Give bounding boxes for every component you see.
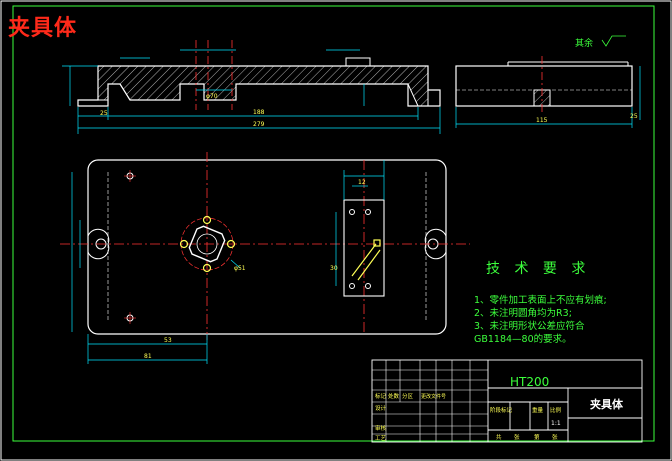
tech-req-item-4: GB1184—80的要求。 bbox=[474, 334, 572, 345]
plan-view: 53 81 φ51 12 30 bbox=[60, 152, 470, 364]
dim-53: 53 bbox=[164, 337, 172, 344]
tb-header-count: 处数 bbox=[388, 392, 400, 400]
dim-188: 188 bbox=[253, 109, 265, 116]
tb-header-doc: 更改文件号 bbox=[421, 393, 446, 400]
drawing-title: 夹具体 bbox=[8, 15, 78, 41]
tb-stage: 阶段标记 bbox=[490, 406, 513, 414]
roughness-note: 其余 bbox=[575, 39, 594, 49]
dim-left-25: 25 bbox=[100, 110, 108, 117]
side-view: 115 25 bbox=[455, 56, 641, 128]
tech-req-item-3: 3、未注明形状公差应符合 bbox=[474, 321, 585, 332]
dim-12: 12 bbox=[358, 179, 366, 186]
tb-sheet-unit: 张 bbox=[514, 433, 520, 441]
front-body-outline bbox=[77, 65, 441, 107]
dim-phi70: φ70 bbox=[206, 93, 218, 100]
tb-header-zone: 分区 bbox=[402, 392, 414, 400]
part-name-label: 夹具体 bbox=[590, 398, 623, 411]
dim-81: 81 bbox=[144, 353, 152, 360]
dim-115: 115 bbox=[536, 117, 548, 124]
tb-sheet-num: 第 bbox=[534, 433, 540, 441]
dim-30: 30 bbox=[330, 265, 338, 272]
tb-weight: 重量 bbox=[532, 406, 544, 414]
dim-phi51: φ51 bbox=[234, 265, 246, 272]
tech-req-title: 技 术 要 求 bbox=[486, 261, 591, 277]
tb-label-mark: 标记 bbox=[375, 392, 387, 400]
dim-side-25: 25 bbox=[630, 113, 638, 120]
tech-req-item-2: 2、未注明圆角均为R3; bbox=[474, 308, 572, 319]
front-section-view: 25 188 279 φ70 bbox=[62, 40, 441, 134]
front-top-block bbox=[345, 57, 371, 67]
tb-ratio: 比例 bbox=[550, 406, 562, 414]
tech-req-item-1: 1、零件加工表面上不应有划痕; bbox=[474, 295, 607, 306]
material-label: HT200 bbox=[510, 375, 550, 389]
roughness-symbol bbox=[601, 35, 626, 47]
title-block bbox=[371, 359, 643, 443]
tb-sheet-total: 共 bbox=[496, 433, 502, 441]
dim-279: 279 bbox=[253, 121, 265, 128]
inner-frame bbox=[12, 5, 655, 442]
tb-label-review: 审核 bbox=[375, 424, 387, 432]
tb-label-process: 工艺 bbox=[375, 435, 387, 442]
tb-scale: 1:1 bbox=[551, 420, 561, 427]
tb-sheet-unit2: 张 bbox=[552, 433, 558, 441]
tb-label-design: 设计 bbox=[375, 404, 387, 412]
